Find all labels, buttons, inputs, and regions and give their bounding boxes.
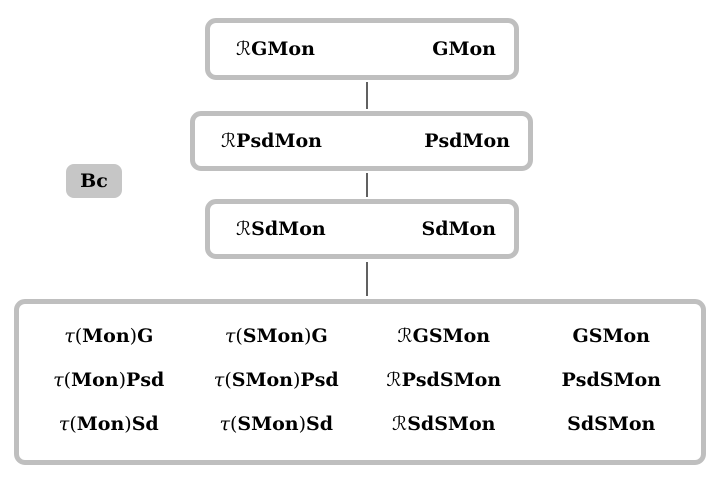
node-sdmon-left-label: ℛSdMon: [236, 218, 326, 240]
grid-cell: τ(Mon)Sd: [58, 413, 159, 435]
grid-cell: ℛGSMon: [397, 325, 491, 347]
bc-badge-label: Bc: [80, 170, 108, 192]
node-psdmon: ℛPsdMon PsdMon: [190, 111, 533, 171]
grid-cell: τ(Mon)G: [64, 325, 154, 347]
node-sdmon-right-label: SdMon: [421, 218, 496, 240]
grid-cell: GSMon: [572, 325, 650, 347]
grid-cell: τ(Mon)Psd: [53, 369, 165, 391]
grid-cell: SdSMon: [567, 413, 656, 435]
grid-cell: τ(SMon)Psd: [213, 369, 339, 391]
node-psdmon-right-label: PsdMon: [424, 130, 510, 152]
node-sdmon: ℛSdMon SdMon: [205, 199, 519, 259]
grid-cell: τ(SMon)Sd: [219, 413, 334, 435]
node-gmon-right-label: GMon: [432, 38, 496, 60]
node-gmon-left-label: ℛGMon: [236, 38, 315, 60]
grid-cell: ℛPsdSMon: [386, 369, 502, 391]
grid-cell: PsdSMon: [561, 369, 661, 391]
bc-badge: Bc: [66, 164, 122, 198]
node-gmon: ℛGMon GMon: [205, 18, 519, 80]
connector-line: [366, 82, 368, 109]
connector-line: [366, 262, 368, 296]
grid-cell: ℛSdSMon: [392, 413, 496, 435]
grid-cell: τ(SMon)G: [224, 325, 328, 347]
node-psdmon-left-label: ℛPsdMon: [221, 130, 322, 152]
node-smon-family: τ(Mon)G τ(SMon)G ℛGSMon GSMon τ(Mon)Psd …: [14, 299, 706, 465]
connector-line: [366, 173, 368, 197]
